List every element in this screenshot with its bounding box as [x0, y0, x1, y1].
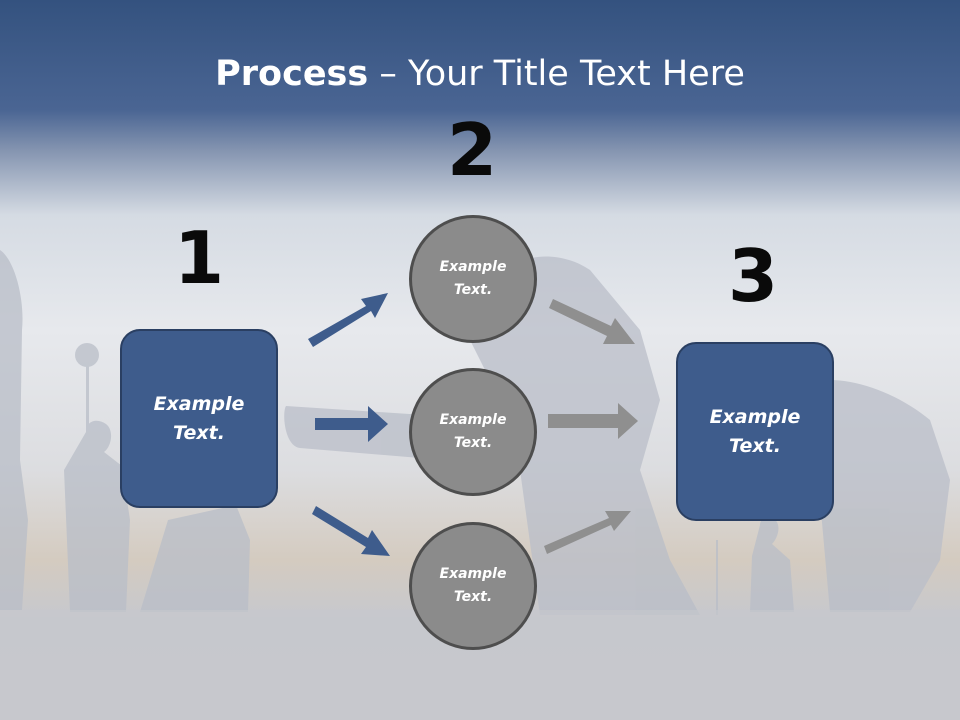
- arrow-down-right-blue: [312, 506, 390, 556]
- step-2-number: 2: [446, 108, 498, 192]
- title-bold: Process: [215, 54, 369, 94]
- middle-circle-center: Example Text.: [409, 368, 537, 496]
- middle-circle-top-text: Example Text.: [439, 259, 507, 298]
- step-1-number: 1: [173, 216, 225, 300]
- slide-title: Process – Your Title Text Here: [0, 52, 960, 96]
- step-3-text: Example Text.: [709, 405, 801, 457]
- arrow-right-blue: [315, 406, 388, 442]
- arrow-up-right-blue: [308, 293, 388, 347]
- middle-circle-bottom: Example Text.: [409, 522, 537, 650]
- middle-circle-center-text: Example Text.: [439, 412, 507, 451]
- middle-circle-bottom-text: Example Text.: [439, 566, 507, 605]
- arrow-down-right-gray: [549, 299, 635, 344]
- middle-circle-top: Example Text.: [409, 215, 537, 343]
- title-rest: – Your Title Text Here: [368, 54, 745, 94]
- arrow-right-gray: [548, 403, 638, 439]
- arrow-up-right-gray: [544, 511, 631, 554]
- step-1-box: Example Text.: [120, 329, 278, 508]
- step-3-box: Example Text.: [676, 342, 834, 521]
- step-3-number: 3: [727, 234, 779, 318]
- step-1-text: Example Text.: [153, 392, 245, 444]
